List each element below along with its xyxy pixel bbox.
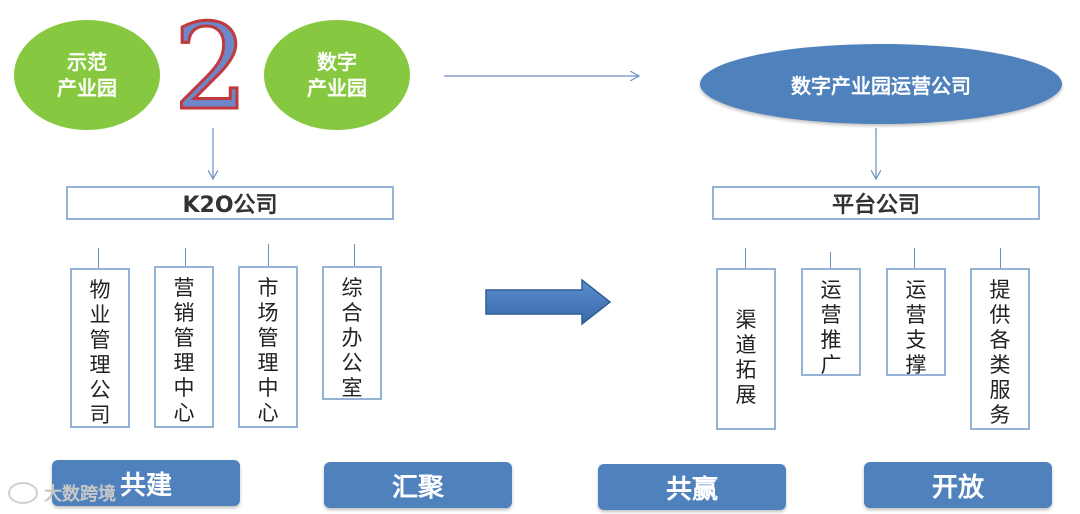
platform-company-label: 平台公司 bbox=[831, 193, 920, 218]
k2o-company-label: K2O公司 bbox=[182, 193, 278, 218]
dept-marketing-center-label: 营销管理中心 bbox=[173, 276, 195, 425]
tag-co-build: 共建 bbox=[52, 460, 240, 506]
tick-right-1 bbox=[745, 248, 746, 268]
ellipse-demo-park: 示范 产业园 bbox=[14, 20, 160, 130]
k2o-company-box: K2O公司 bbox=[66, 186, 394, 220]
big-right-arrow bbox=[485, 278, 612, 326]
tag-converge: 汇聚 bbox=[324, 462, 512, 508]
tick-left-2 bbox=[185, 248, 186, 266]
tick-left-3 bbox=[268, 244, 269, 266]
dept-operation-promotion: 运营推广 bbox=[801, 268, 861, 377]
dept-marketing-center: 营销管理中心 bbox=[154, 266, 214, 428]
tag-converge-label: 汇聚 bbox=[391, 472, 444, 503]
dept-property-mgmt: 物业管理公司 bbox=[70, 268, 130, 428]
ellipse-operator-company-text: 数字产业园运营公司 bbox=[791, 73, 971, 98]
ellipse-demo-park-text: 示范 产业园 bbox=[57, 50, 117, 100]
dept-general-office: 综合办公室 bbox=[322, 266, 382, 400]
tick-right-3 bbox=[914, 248, 915, 268]
watermark-logo-icon bbox=[8, 482, 38, 504]
dept-channel-expansion: 渠道拓展 bbox=[716, 268, 776, 430]
tick-right-2 bbox=[830, 252, 831, 268]
tick-right-4 bbox=[1000, 248, 1001, 268]
platform-company-box: 平台公司 bbox=[712, 186, 1040, 220]
dept-operation-promotion-label: 运营推广 bbox=[820, 278, 842, 377]
tag-win-win-label: 共赢 bbox=[665, 474, 718, 505]
number-two: 2 bbox=[172, 0, 250, 136]
tick-left-1 bbox=[98, 248, 99, 268]
dept-channel-expansion-label: 渠道拓展 bbox=[735, 308, 757, 407]
ellipse-digital-park: 数字 产业园 bbox=[264, 20, 410, 130]
dept-general-office-label: 综合办公室 bbox=[341, 276, 363, 400]
watermark-text: 大数跨境 bbox=[44, 484, 116, 505]
dept-market-center-label: 市场管理中心 bbox=[257, 276, 279, 425]
dept-various-services-label: 提供各类服务 bbox=[989, 278, 1011, 427]
dept-operation-support-label: 运营支撑 bbox=[905, 278, 927, 377]
dept-various-services: 提供各类服务 bbox=[970, 268, 1030, 430]
ellipse-digital-park-text: 数字 产业园 bbox=[307, 50, 367, 100]
dept-operation-support: 运营支撑 bbox=[886, 268, 946, 377]
tag-open: 开放 bbox=[864, 462, 1052, 508]
dept-property-mgmt-label: 物业管理公司 bbox=[89, 278, 111, 427]
tick-left-4 bbox=[354, 244, 355, 266]
tag-open-label: 开放 bbox=[931, 472, 984, 503]
tag-win-win: 共赢 bbox=[598, 464, 786, 510]
watermark: 大数跨境 bbox=[8, 480, 116, 506]
dept-market-center: 市场管理中心 bbox=[238, 266, 298, 428]
ellipse-operator-company: 数字产业园运营公司 bbox=[700, 44, 1062, 124]
tag-co-build-label: 共建 bbox=[119, 470, 172, 501]
